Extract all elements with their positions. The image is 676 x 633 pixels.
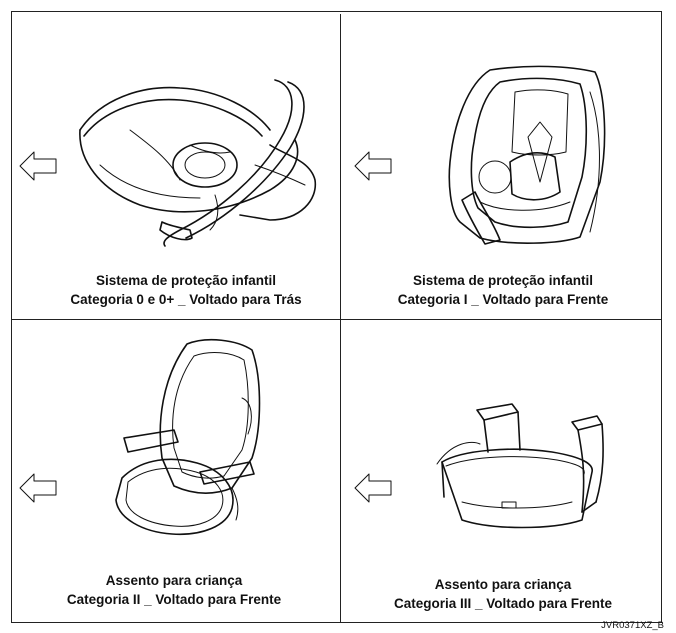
panel-category: Categoria III _ Voltado para Frente <box>393 596 613 611</box>
infant-carrier-icon <box>79 79 317 247</box>
panel-title: Assento para criança <box>434 577 572 592</box>
left-arrow-icon <box>19 473 57 503</box>
toddler-seat-icon <box>448 65 606 245</box>
left-arrow-icon <box>354 473 392 503</box>
panel-category: Categoria I _ Voltado para Frente <box>397 292 609 307</box>
panel-title: Sistema de proteção infantil <box>412 273 594 288</box>
booster-cushion-icon <box>436 403 604 529</box>
panel-category: Categoria II _ Voltado para Frente <box>66 592 282 607</box>
vertical-divider <box>340 14 341 622</box>
horizontal-divider <box>12 319 662 320</box>
panel-category: Categoria 0 e 0+ _ Voltado para Trás <box>70 292 302 307</box>
panel-title: Assento para criança <box>105 573 243 588</box>
diagram-frame <box>11 11 662 623</box>
panel-title: Sistema de proteção infantil <box>95 273 277 288</box>
left-arrow-icon <box>354 151 392 181</box>
high-back-booster-icon <box>115 338 261 536</box>
figure-reference-code: JVR0371XZ_B <box>601 620 664 631</box>
left-arrow-icon <box>19 151 57 181</box>
